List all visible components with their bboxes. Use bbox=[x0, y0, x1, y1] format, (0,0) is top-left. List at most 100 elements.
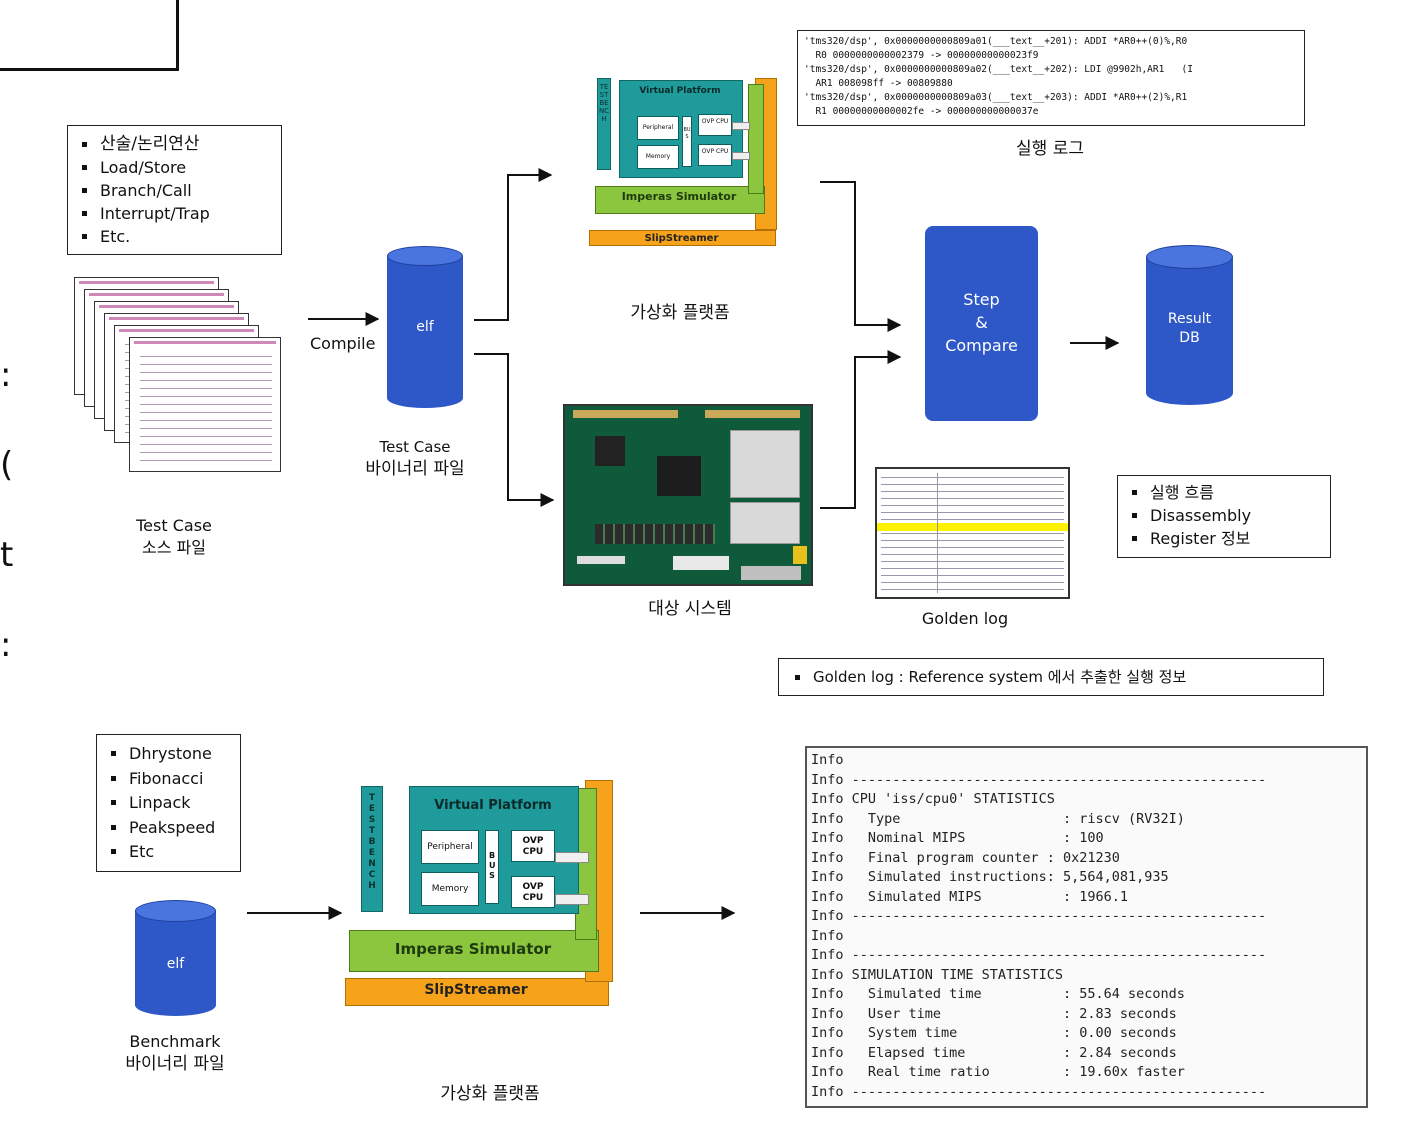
list-item: Branch/Call bbox=[78, 179, 271, 202]
log-line: Info -----------------------------------… bbox=[811, 1083, 1267, 1100]
golden-info-box: 실행 흐름 Disassembly Register 정보 bbox=[1117, 475, 1331, 558]
list-item: Dhrystone bbox=[107, 742, 230, 767]
corner-frame bbox=[0, 0, 179, 71]
step-label: Step bbox=[963, 290, 1000, 309]
bus-block: BUS bbox=[485, 830, 499, 904]
list-item: Linpack bbox=[107, 791, 230, 816]
test-binary-database-icon: elf bbox=[387, 246, 463, 408]
golden-note-list: Golden log : Reference system 에서 추출한 실행 … bbox=[791, 666, 1311, 689]
caption-line: 소스 파일 bbox=[142, 538, 206, 557]
list-item: Peakspeed bbox=[107, 816, 230, 841]
source-page-front bbox=[129, 337, 281, 472]
log-line: Info Type : riscv (RV32I) bbox=[811, 810, 1185, 827]
virtual-platform-top: SlipStreamer Imperas Simulator TESTBENCH… bbox=[585, 78, 777, 246]
benchmark-list: Dhrystone Fibonacci Linpack Peakspeed Et… bbox=[107, 742, 230, 865]
compile-label: Compile bbox=[310, 334, 376, 353]
ovp-cpu-block: OVP CPU bbox=[698, 114, 732, 136]
list-item: Disassembly bbox=[1128, 504, 1320, 527]
log-line: Info Simulated MIPS : 1966.1 bbox=[811, 888, 1128, 905]
peripheral-block: Peripheral bbox=[637, 116, 679, 140]
execution-log-caption: 실행 로그 bbox=[1016, 139, 1084, 159]
source-file-stack bbox=[74, 277, 284, 477]
result-label: Result bbox=[1167, 311, 1212, 327]
log-line: Info System time : 0.00 seconds bbox=[811, 1025, 1177, 1041]
log-line: Info -----------------------------------… bbox=[811, 908, 1267, 924]
golden-log-image bbox=[875, 467, 1070, 599]
target-system-caption: 대상 시스템 bbox=[648, 599, 732, 619]
caption-line: Test Case bbox=[136, 516, 212, 535]
to-virtual-platform-arrow bbox=[474, 168, 553, 321]
list-item: Fibonacci bbox=[107, 767, 230, 792]
caption-line: 바이너리 파일 bbox=[365, 459, 465, 479]
list-item: Etc bbox=[107, 840, 230, 865]
golden-note-box: Golden log : Reference system 에서 추출한 실행 … bbox=[778, 658, 1324, 696]
log-line: AR1 008098ff -> 00809880 bbox=[804, 78, 953, 89]
target-board-image bbox=[563, 404, 813, 586]
ovp-cpu-block: OVP CPU bbox=[511, 830, 555, 862]
benchmark-binary-caption: Benchmark 바이너리 파일 bbox=[100, 1031, 250, 1075]
log-line: Info CPU 'iss/cpu0' STATISTICS bbox=[811, 791, 1055, 807]
virtual-platform-bottom: SlipStreamer Imperas Simulator TESTBENCH… bbox=[345, 780, 615, 1010]
result-database-icon: Result DB bbox=[1146, 245, 1233, 405]
log-line: R0 0000000000002379 -> 00000000000023f9 bbox=[804, 50, 1039, 61]
instruction-categories-list: 산술/논리연산 Load/Store Branch/Call Interrupt… bbox=[78, 133, 271, 248]
log-line: Info Elapsed time : 2.84 seconds bbox=[811, 1044, 1177, 1061]
list-item: Etc. bbox=[78, 225, 271, 248]
test-binary-caption: Test Case 바이너리 파일 bbox=[340, 436, 490, 480]
caption-line: Test Case bbox=[379, 438, 451, 456]
golden-info-list: 실행 흐름 Disassembly Register 정보 bbox=[1128, 481, 1320, 550]
log-line: Info SIMULATION TIME STATISTICS bbox=[811, 966, 1063, 983]
slipstreamer-label: SlipStreamer bbox=[644, 233, 719, 244]
log-line: R1 00000000000002fe -> 000000000000037e bbox=[804, 106, 1039, 117]
slipstreamer-label: SlipStreamer bbox=[424, 982, 528, 998]
result-db-label: Result DB bbox=[1146, 310, 1233, 348]
vp-to-compare-arrow bbox=[820, 181, 902, 332]
list-item: Register 정보 bbox=[1128, 527, 1320, 550]
elf-label: elf bbox=[166, 956, 185, 972]
memory-block: Memory bbox=[637, 145, 679, 169]
log-line: Info -----------------------------------… bbox=[811, 947, 1267, 963]
compare-label: Compare bbox=[945, 336, 1018, 355]
virtual-platform-top-caption: 가상화 플랫폼 bbox=[630, 303, 730, 323]
instruction-categories-box: 산술/논리연산 Load/Store Branch/Call Interrupt… bbox=[67, 125, 282, 255]
ovp-cpu-block: OVP CPU bbox=[698, 144, 732, 166]
log-line: Info Nominal MIPS : 100 bbox=[811, 830, 1104, 846]
list-item: 실행 흐름 bbox=[1128, 481, 1320, 504]
bus-block: BUS bbox=[682, 116, 692, 167]
log-line: Info bbox=[811, 752, 844, 768]
imperas-simulator-label: Imperas Simulator bbox=[394, 940, 552, 958]
virtual-platform-title: Virtual Platform bbox=[639, 86, 721, 96]
left-edge-fragments: :(t: bbox=[0, 355, 14, 665]
db-label: DB bbox=[1179, 330, 1200, 346]
memory-block: Memory bbox=[421, 872, 479, 906]
execution-log-box: 'tms320/dsp', 0x0000000000809a01(___text… bbox=[797, 30, 1305, 126]
golden-note-text: Golden log : Reference system 에서 추출한 실행 … bbox=[791, 666, 1311, 689]
peripheral-block: Peripheral bbox=[421, 830, 479, 864]
log-line: 'tms320/dsp', 0x0000000000809a01(___text… bbox=[804, 36, 1188, 47]
list-item: Load/Store bbox=[78, 156, 271, 179]
virtual-platform-title: Virtual Platform bbox=[434, 798, 552, 813]
log-line: Info Simulated time : 55.64 seconds bbox=[811, 986, 1185, 1002]
ampersand-label: & bbox=[975, 313, 988, 332]
list-item: 산술/논리연산 bbox=[78, 133, 271, 156]
log-line: Info Simulated instructions: 5,564,081,9… bbox=[811, 869, 1169, 885]
ovp-cpu-block: OVP CPU bbox=[511, 876, 555, 908]
imperas-simulator-label: Imperas Simulator bbox=[621, 190, 737, 203]
step-compare-box: Step & Compare bbox=[925, 226, 1038, 421]
log-line: 'tms320/dsp', 0x0000000000809a03(___text… bbox=[804, 92, 1188, 103]
elf-label: elf bbox=[416, 319, 434, 335]
statistics-log-box: Info Info ------------------------------… bbox=[805, 746, 1368, 1108]
source-files-caption: Test Case 소스 파일 bbox=[104, 515, 244, 559]
testbench-label: TESTBENCH bbox=[361, 786, 383, 912]
log-line: Info User time : 2.83 seconds bbox=[811, 1005, 1177, 1022]
benchmark-list-box: Dhrystone Fibonacci Linpack Peakspeed Et… bbox=[96, 734, 241, 872]
caption-line: 바이너리 파일 bbox=[125, 1054, 225, 1074]
virtual-platform-bottom-caption: 가상화 플랫폼 bbox=[440, 1084, 540, 1104]
log-line: 'tms320/dsp', 0x0000000000809a02(___text… bbox=[804, 64, 1193, 75]
caption-line: Benchmark bbox=[129, 1032, 221, 1051]
golden-log-caption: Golden log bbox=[921, 609, 1009, 628]
benchmark-binary-database-icon: elf bbox=[135, 900, 216, 1016]
log-line: Info bbox=[811, 927, 844, 944]
list-item: Interrupt/Trap bbox=[78, 202, 271, 225]
log-line: Info -----------------------------------… bbox=[811, 771, 1267, 788]
